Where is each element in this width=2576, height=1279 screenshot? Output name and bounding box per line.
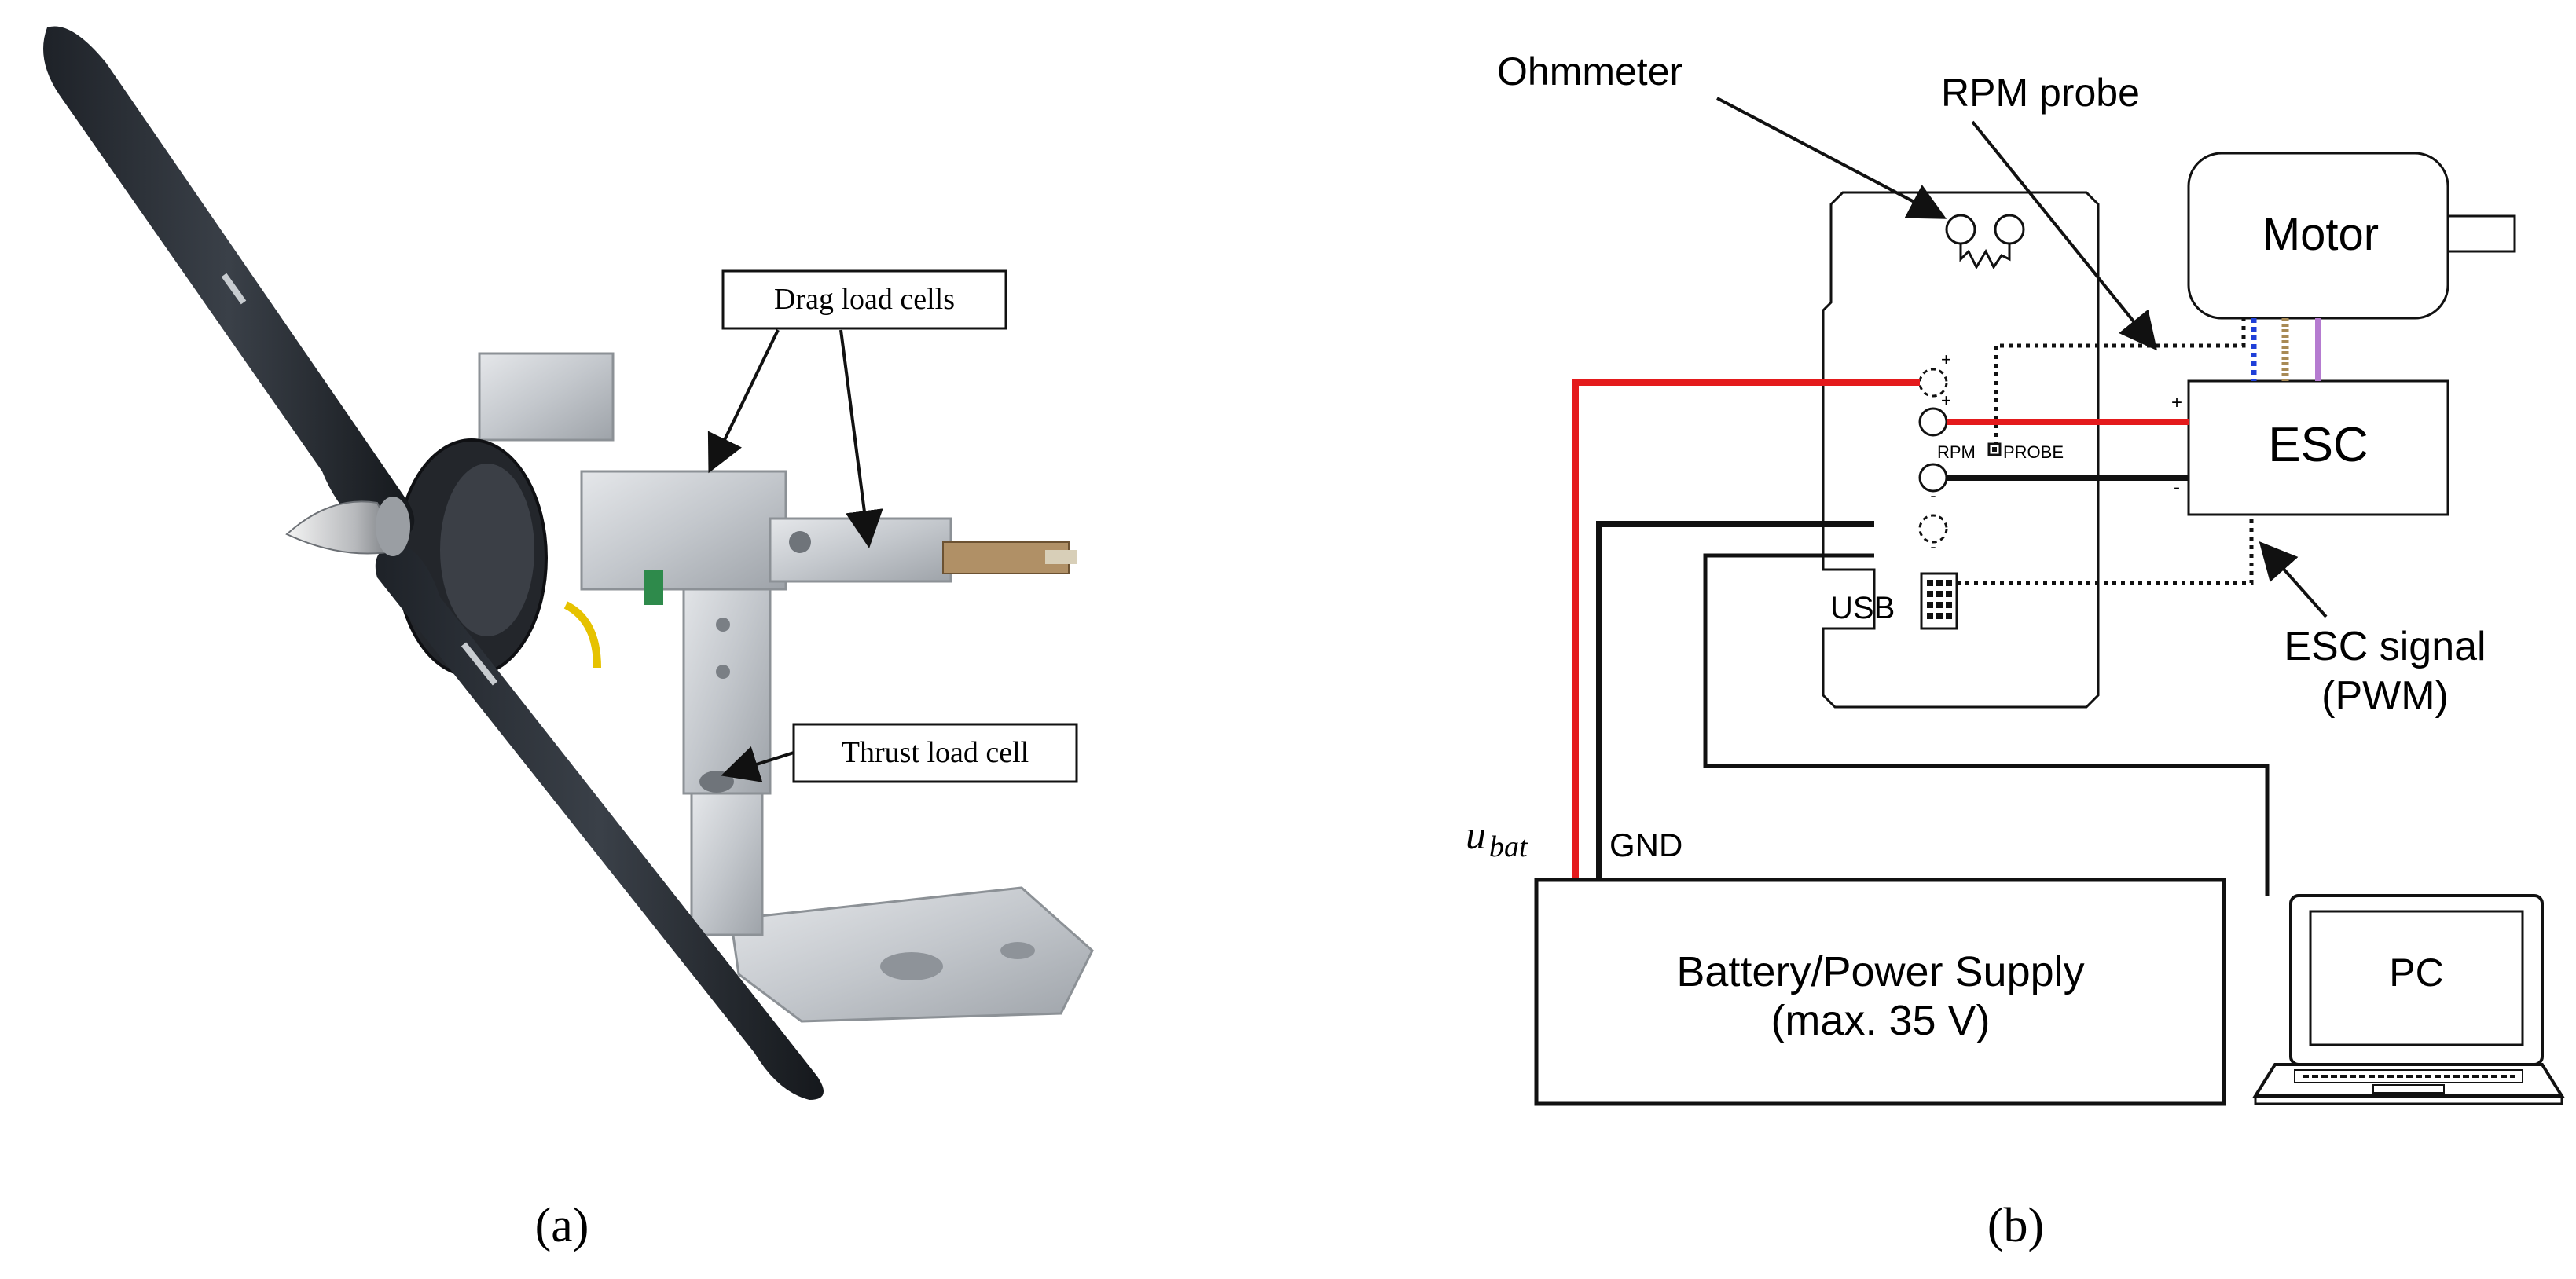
battery-label-line1: Battery/Power Supply — [1676, 948, 2084, 995]
pc-laptop: PC — [2252, 894, 2565, 1105]
rpm-marker-left: RPM — [1937, 442, 1976, 462]
pc-label: PC — [2389, 951, 2443, 995]
thrust-load-cell-callout: Thrust load cell — [721, 723, 1078, 783]
caption-a: (a) — [535, 1199, 589, 1252]
battery-positive-wire — [1572, 379, 1920, 880]
thrust-load-cell-label: Thrust load cell — [842, 736, 1029, 769]
esc-minus: - — [2174, 477, 2180, 498]
u-bat-sub: bat — [1489, 830, 1528, 863]
battery-ground-wire — [1596, 521, 1874, 880]
esc-signal-line2: (PWM) — [2321, 673, 2449, 719]
usb-connector: USB — [1830, 572, 1958, 630]
u-bat-label: u bat — [1466, 813, 1528, 863]
rpm-probe-marker: RPM PROBE — [1937, 442, 2064, 462]
ohmmeter-label: Ohmmeter — [1497, 49, 1682, 93]
rpm-probe-label: RPM probe — [1941, 71, 2140, 115]
terminal-minus-1: - — [1930, 486, 1936, 505]
esc-signal-annotation: ESC signal (PWM) — [2259, 541, 2486, 719]
mount-block — [478, 352, 1077, 591]
drag-load-cells-label: Drag load cells — [774, 283, 955, 316]
terminal-plus-1: + — [1941, 350, 1951, 369]
drag-load-cells-callout: Drag load cells — [707, 269, 1007, 548]
esc-signal-line1: ESC signal — [2284, 624, 2486, 669]
esc-signal-wire — [1957, 515, 2254, 585]
panel-a-photo — [43, 26, 1094, 1100]
battery-label-line2: (max. 35 V) — [1771, 997, 1990, 1044]
ohmmeter-terminals — [1945, 214, 2025, 270]
rpm-probe-annotation: RPM probe — [1941, 71, 2158, 351]
motor-phase-wires — [2251, 318, 2321, 381]
esc-box: ESC + - — [2171, 379, 2449, 516]
terminal-plus-2: + — [1941, 390, 1951, 410]
ohmmeter-annotation: Ohmmeter — [1497, 49, 1947, 219]
spinner — [285, 497, 410, 556]
motor-label: Motor — [2262, 209, 2379, 260]
usb-cable — [1703, 553, 2270, 896]
propeller — [43, 26, 824, 1100]
u-bat-main: u — [1466, 813, 1486, 858]
base-plate — [729, 886, 1094, 1023]
esc-label: ESC — [2268, 418, 2368, 472]
motor-box: Motor — [2187, 152, 2516, 320]
caption-b: (b) — [1987, 1199, 2044, 1252]
rpm-marker-right: PROBE — [2003, 442, 2064, 462]
thrust-column — [682, 564, 772, 936]
usb-label: USB — [1830, 591, 1895, 625]
esc-plus: + — [2171, 392, 2182, 413]
terminal-minus-2: - — [1930, 537, 1936, 556]
battery-box: Battery/Power Supply (max. 35 V) — [1534, 878, 2226, 1106]
measurement-board — [1822, 191, 2100, 709]
gnd-label: GND — [1609, 826, 1682, 863]
